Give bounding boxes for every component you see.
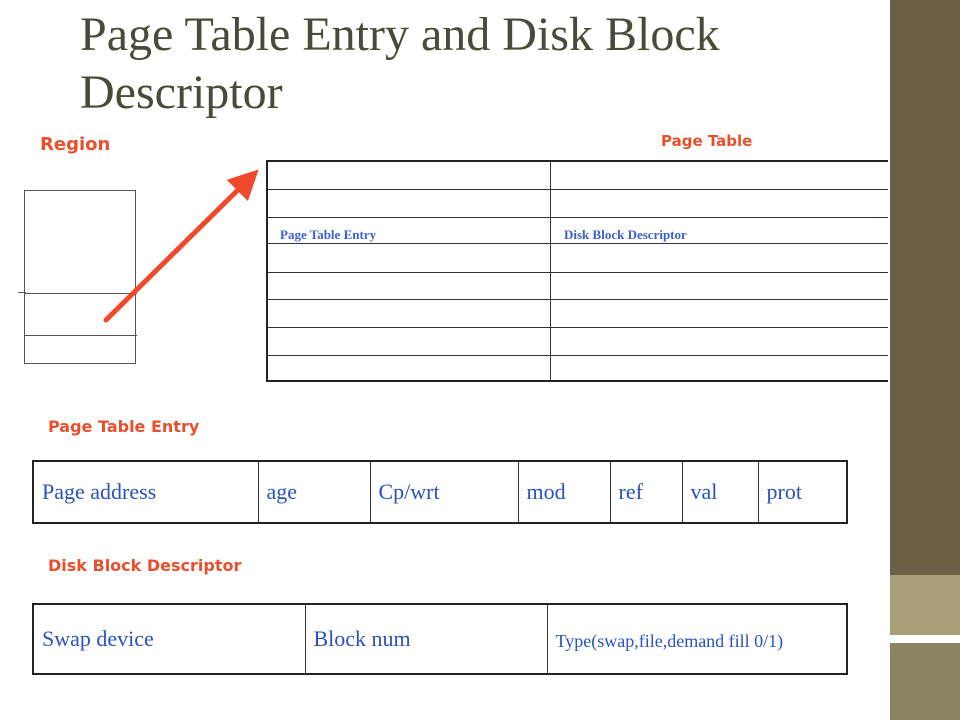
page-table-label: Page Table: [661, 132, 753, 150]
side-bar-stripe: [890, 635, 960, 643]
page-table-entry-label: Page Table Entry: [48, 417, 200, 436]
field-cp-wrt: Cp/wrt: [369, 460, 519, 524]
field-page-address: Page address: [32, 460, 259, 524]
region-box: [24, 190, 137, 364]
page-table-row-line: [268, 189, 888, 190]
page-table-grid: Page Table Entry Disk Block Descriptor: [266, 160, 888, 382]
field-age: age: [257, 460, 371, 524]
field-mod: mod: [517, 460, 611, 524]
side-bar-stripe: [890, 643, 960, 720]
disk-block-descriptor-cell: Disk Block Descriptor: [564, 227, 687, 242]
page-table-row-line: [268, 299, 888, 300]
field-block-num: Block num: [304, 603, 548, 675]
region-label: Region: [40, 134, 111, 155]
field-ref: ref: [609, 460, 683, 524]
region-divider: [25, 293, 137, 294]
page-table-row-line: [268, 355, 888, 356]
page-table-entry-table: Page address age Cp/wrt mod ref val prot: [32, 460, 848, 524]
region-tick: [18, 292, 26, 293]
disk-block-descriptor-label: Disk Block Descriptor: [48, 556, 242, 575]
page-table-row-line: [268, 327, 888, 328]
region-divider: [25, 335, 137, 336]
field-val: val: [681, 460, 759, 524]
slide-title: Page Table Entry and Disk Block Descript…: [80, 8, 720, 119]
field-swap-device: Swap device: [32, 603, 306, 675]
decorative-side-bar: [890, 0, 960, 720]
page-table-row-line: [268, 272, 888, 273]
page-table-row-line: [268, 217, 888, 218]
table-row: Swap device Block num Type(swap,file,dem…: [32, 603, 848, 675]
page-table-row-line: [268, 243, 888, 244]
page-table-entry-cell: Page Table Entry: [280, 227, 377, 242]
disk-block-descriptor-table: Swap device Block num Type(swap,file,dem…: [32, 603, 848, 675]
field-prot: prot: [757, 460, 848, 524]
table-row: Page address age Cp/wrt mod ref val prot: [32, 460, 848, 524]
field-type: Type(swap,file,demand fill 0/1): [546, 603, 848, 675]
side-bar-stripe: [890, 575, 960, 635]
